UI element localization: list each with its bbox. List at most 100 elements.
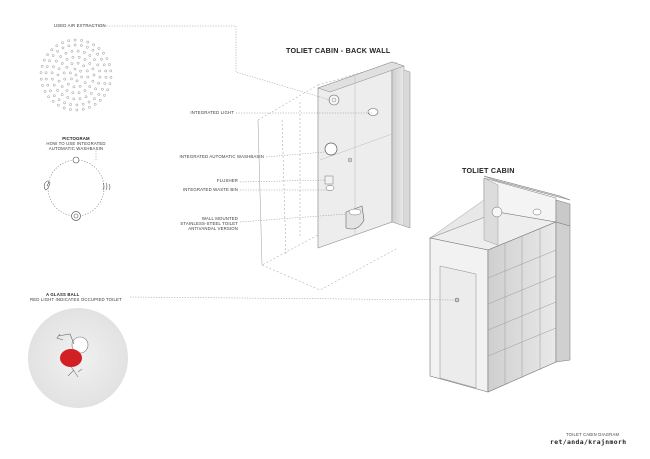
air-hole [77, 91, 81, 95]
air-hole [51, 77, 54, 81]
air-hole [51, 54, 55, 57]
air-hole [40, 64, 44, 68]
air-hole [103, 94, 106, 97]
air-hole [69, 108, 72, 111]
toilet-cabin-3d [428, 175, 571, 393]
air-hole [86, 45, 89, 49]
leader-lines [88, 25, 457, 301]
air-hole [93, 97, 96, 101]
air-hole [55, 44, 59, 48]
air-hole [71, 55, 75, 59]
air-hole [66, 96, 70, 99]
air-hole [108, 63, 111, 66]
air-hole [57, 103, 60, 107]
air-hole [65, 65, 69, 69]
air-hole [83, 81, 87, 85]
air-hole [100, 57, 103, 61]
label-pictogram-line2: AUTOMATIC WASHBASIN [48, 146, 104, 151]
air-hole [44, 77, 48, 81]
air-hole [49, 89, 52, 93]
air-hole [84, 95, 88, 99]
air-hole [78, 84, 82, 88]
air-hole [57, 79, 61, 83]
air-hole [90, 92, 93, 95]
air-hole [101, 87, 104, 91]
air-hole [83, 58, 87, 61]
air-hole [69, 71, 72, 75]
air-hole [92, 43, 95, 47]
air-hole [98, 69, 101, 73]
air-hole [47, 95, 50, 99]
air-hole [75, 103, 79, 107]
air-extraction-fan [328, 94, 340, 106]
air-hole [56, 73, 60, 77]
air-hole [80, 39, 83, 42]
air-hole [73, 67, 77, 71]
air-hole [98, 98, 102, 102]
label-used-air-extraction: USED AIR EXTRACTION [54, 23, 106, 28]
air-hole [83, 89, 87, 92]
air-hole [62, 106, 66, 110]
air-hole [70, 77, 73, 81]
air-hole [65, 58, 69, 61]
label-integrated-light: INTEGRATED LIGHT [190, 110, 234, 115]
air-hole [62, 71, 66, 75]
flusher-panel [324, 175, 334, 185]
waste-bin-opening [325, 185, 335, 191]
air-hole [97, 81, 100, 85]
air-hole [93, 58, 96, 61]
air-hole [52, 65, 55, 69]
air-hole [46, 83, 50, 87]
air-hole [42, 58, 46, 62]
label-glass-ball-title: A GLASS BALL [46, 292, 80, 297]
air-hole [63, 77, 67, 81]
air-hole [88, 106, 91, 109]
air-hole [80, 75, 83, 79]
air-hole [59, 55, 62, 58]
air-hole [60, 85, 64, 88]
label-glass-ball-text: RED LIGHT INDICATES OCCUPIED TOILET [30, 297, 122, 302]
air-hole [48, 59, 51, 63]
air-hole [50, 48, 54, 52]
air-hole [75, 79, 79, 83]
label-integrated-waste-bin: INTEGRATED WASTE BIN [182, 187, 238, 192]
air-hole [109, 69, 113, 73]
label-toilet-line2: STAINLESS-STEEL TOILET [180, 221, 238, 226]
label-flusher: FLUSHER [216, 178, 238, 183]
footer-caption: TOILET CABIN DIAGRAM [566, 432, 620, 437]
air-hole [102, 63, 106, 67]
air-hole [71, 91, 75, 95]
air-hole [98, 75, 102, 79]
air-hole [97, 47, 101, 50]
air-hole [69, 103, 72, 106]
air-extraction-pattern [39, 38, 113, 112]
air-hole [53, 94, 56, 98]
red-indicator-light [60, 349, 82, 367]
air-hole [43, 90, 47, 93]
title-toilet-cabin: TOLIET CABIN [462, 166, 515, 175]
hand-icon-left [43, 180, 51, 191]
air-hole [76, 61, 80, 65]
air-hole [61, 46, 65, 50]
air-hole [82, 64, 86, 68]
title-back-wall: TOLIET CABIN - BACK WALL [286, 46, 391, 55]
air-hole [39, 77, 43, 81]
air-hole [92, 73, 96, 77]
air-hole [46, 53, 49, 56]
air-hole [79, 69, 82, 73]
label-toilet-line1: WALL MOUNTED [201, 216, 238, 221]
air-hole [81, 102, 85, 106]
air-hole [70, 50, 74, 53]
air-hole [57, 98, 61, 102]
washbasin-opening [324, 142, 338, 156]
air-hole [109, 76, 113, 79]
air-hole [102, 51, 105, 55]
air-hole [45, 65, 49, 68]
air-hole [85, 69, 89, 73]
air-hole [78, 97, 82, 100]
air-hole [96, 63, 100, 67]
air-hole [67, 39, 70, 43]
air-hole [88, 54, 92, 57]
air-hole [55, 59, 58, 63]
